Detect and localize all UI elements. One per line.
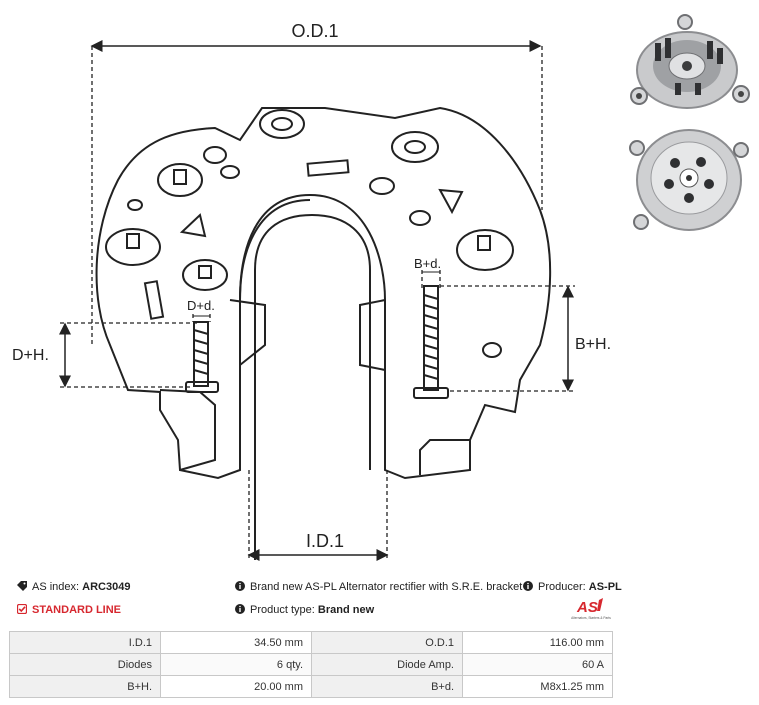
as-index-row: AS index: ARC3049 [17,581,130,593]
tag-icon [17,581,27,591]
table-row: B+H. 20.00 mm B+d. M8x1.25 mm [9,675,613,698]
bd-label: B+d. [414,256,441,271]
dh-label: D+H. [12,347,49,364]
spec-value: M8x1.25 mm [462,675,613,698]
spec-value: 20.00 mm [160,675,312,698]
description-row: Brand new AS-PL Alternator rectifier wit… [235,581,522,593]
spec-value: 6 qty. [160,653,312,676]
check-square-icon [17,604,27,614]
id-label: I.D.1 [306,531,344,551]
product-photo-front [625,8,755,113]
spec-key: I.D.1 [9,631,161,654]
table-row: Diodes 6 qty. Diode Amp. 60 A [9,653,613,676]
as-index-value: ARC3049 [82,581,131,593]
spec-value: 60 A [462,653,613,676]
info-icon [235,581,245,591]
spec-key: B+d. [311,675,463,698]
info-icon [523,581,533,591]
spec-key: B+H. [9,675,161,698]
spec-table: I.D.1 34.50 mm O.D.1 116.00 mm Diodes 6 … [9,631,613,698]
svg-text:Alternators, Starters & Parts: Alternators, Starters & Parts [571,616,611,620]
dd-label: D+d. [187,298,215,313]
producer-value: AS-PL [588,581,622,593]
standard-line-label: STANDARD LINE [32,604,122,616]
as-index-label: AS index: [32,581,80,593]
spec-key: Diode Amp. [311,653,463,676]
as-pl-logo: AS Alternators, Starters & Parts [571,598,611,620]
spec-value: 116.00 mm [462,631,613,654]
description-text: Brand new AS-PL Alternator rectifier wit… [250,581,523,593]
spec-key: O.D.1 [311,631,463,654]
rectifier-technical-drawing: O.D.1 I.D.1 D+H. B+H. D+d. B+d. [12,21,611,561]
od-label: O.D.1 [291,21,338,41]
svg-text:AS: AS [576,599,598,616]
product-type-row: Product type: Brand new [235,604,374,616]
producer-label: Producer: [538,581,586,593]
spec-value: 34.50 mm [160,631,312,654]
producer-row: Producer: AS-PL [523,581,622,593]
info-icon [235,604,245,614]
rectifier-outline [95,106,552,480]
product-photo-back [625,118,755,243]
product-type-label: Product type: [250,604,315,616]
product-type-value: Brand new [317,604,375,616]
spec-key: Diodes [9,653,161,676]
bh-label: B+H. [575,336,611,353]
table-row: I.D.1 34.50 mm O.D.1 116.00 mm [9,631,613,654]
standard-line-row: STANDARD LINE [17,604,121,616]
